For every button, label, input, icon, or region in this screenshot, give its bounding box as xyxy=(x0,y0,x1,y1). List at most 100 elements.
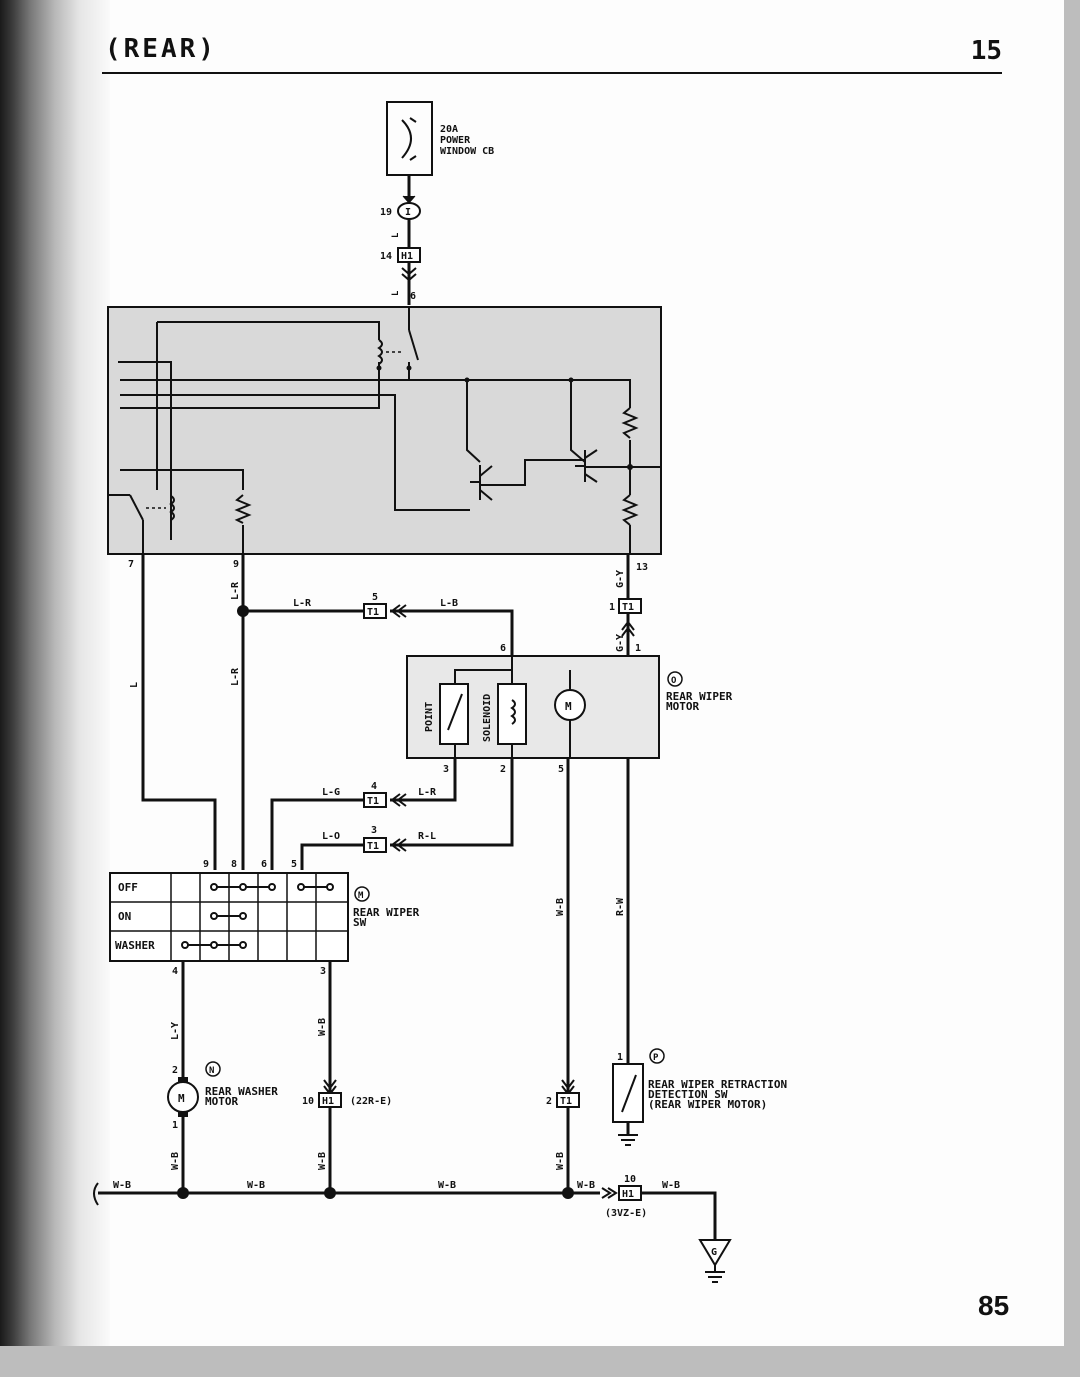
badge-p xyxy=(649,1048,665,1064)
ground-icon xyxy=(618,1134,638,1146)
splice-point xyxy=(237,605,249,617)
resistor-icon xyxy=(621,407,639,439)
switch-pin-8: 8 xyxy=(231,859,237,870)
motor-symbol: M xyxy=(565,700,572,713)
connector-t1-1 xyxy=(618,598,642,614)
switch-row-on: ON xyxy=(118,910,131,923)
motor-label-1: REAR WIPER xyxy=(666,690,733,703)
retraction-label-3: (REAR WIPER MOTOR) xyxy=(648,1098,767,1111)
relay-pin-13: 13 xyxy=(636,562,648,573)
relay-contact-icon xyxy=(129,494,144,521)
relay-module-box xyxy=(107,306,662,555)
cb-bimetal-icon xyxy=(401,119,412,159)
svg-text:P: P xyxy=(653,1053,659,1063)
wire-label-l: L xyxy=(129,682,140,688)
washer-label-1: REAR WASHER xyxy=(205,1085,278,1098)
connector-h1-top xyxy=(397,247,421,263)
motor-pin-1: 1 xyxy=(635,643,641,654)
relay-coil-icon xyxy=(377,339,383,365)
connector-arrow-icon xyxy=(601,1187,618,1199)
header-rule xyxy=(102,72,1002,74)
motor-label-2: MOTOR xyxy=(666,700,699,713)
washer-pin-2: 2 xyxy=(172,1065,178,1076)
switch-pin-9: 9 xyxy=(203,859,209,870)
connector-arrow-icon xyxy=(401,267,417,282)
connector-t1-2 xyxy=(556,1092,580,1108)
note-3vze: (3VZ-E) xyxy=(605,1208,647,1219)
svg-text:4: 4 xyxy=(371,781,377,792)
relay-pin-7: 7 xyxy=(128,559,134,570)
splice-point xyxy=(562,1187,574,1199)
svg-text:1: 1 xyxy=(609,602,615,613)
wire-label-wb: W-B xyxy=(662,1180,680,1191)
motor-pin-2: 2 xyxy=(500,764,506,775)
svg-text:2: 2 xyxy=(546,1096,552,1107)
ground-point: G xyxy=(698,1239,732,1283)
washer-motor-symbol: M xyxy=(178,1092,185,1105)
switch-continuity xyxy=(181,883,334,949)
solenoid-label: SOLENOID xyxy=(482,694,493,742)
solenoid xyxy=(497,683,527,745)
motor-pin-5: 5 xyxy=(558,764,564,775)
switch-pin-6: 6 xyxy=(261,859,267,870)
svg-text:10: 10 xyxy=(624,1174,636,1185)
rear-wiper-switch: OFF ON WASHER 9 8 6 5 4 3 M REAR WIPER S… xyxy=(109,859,420,977)
wire-label-rl: R-L xyxy=(418,831,436,842)
ground-icon xyxy=(705,1265,725,1283)
ground-triangle-icon xyxy=(698,1239,732,1267)
svg-text:3: 3 xyxy=(371,825,377,836)
transistor-icon xyxy=(470,465,493,501)
section-title: (REAR) xyxy=(105,34,217,64)
wire-label-lr: L-R xyxy=(230,667,241,686)
wire-label-lb: L-B xyxy=(440,598,458,609)
rear-washer-motor: M 2 1 N REAR WASHER MOTOR xyxy=(167,1061,278,1131)
retraction-switch-box xyxy=(612,1063,644,1123)
connector-h1-22re xyxy=(318,1092,342,1108)
svg-text:10: 10 xyxy=(302,1096,314,1107)
wire-labels: L L-R L-R L-R L-B G-Y G-Y L-G L-R L-O R-… xyxy=(113,570,680,1191)
ground-label: G xyxy=(711,1247,717,1258)
cb-label-1: 20A xyxy=(440,124,458,135)
cb-contact-icon xyxy=(409,117,417,161)
connector-i-pin: 19 xyxy=(380,207,392,218)
switch-label-1: REAR WIPER xyxy=(353,906,420,919)
badge-o xyxy=(667,671,683,687)
cb-label-2: POWER xyxy=(440,135,471,146)
wire-label-lr: L-R xyxy=(230,581,241,600)
relay-pin-6: 6 xyxy=(410,291,416,302)
relay-contact-icon xyxy=(408,329,419,361)
svg-text:T1: T1 xyxy=(622,602,634,613)
note-22re: (22R-E) xyxy=(350,1096,392,1107)
motor-pin-3: 3 xyxy=(443,764,449,775)
switch-pin-4: 4 xyxy=(172,966,178,977)
washer-label-2: MOTOR xyxy=(205,1095,238,1108)
resistor-icon xyxy=(234,494,252,524)
wire-label-wb: W-B xyxy=(317,1018,328,1036)
wire-label-wb: W-B xyxy=(577,1180,595,1191)
connectors-t1: T1 5 T1 1 T1 4 T1 3 xyxy=(363,592,642,853)
badge-m xyxy=(354,886,370,902)
connector-t1-3 xyxy=(363,837,387,853)
connector-arrow-icon xyxy=(390,793,407,807)
wire-label-lr: L-R xyxy=(418,787,437,798)
book-spine-shadow xyxy=(0,0,110,1346)
svg-text:5: 5 xyxy=(372,592,378,603)
connector-h1-3vze xyxy=(618,1185,642,1201)
switch-label-2: SW xyxy=(353,916,367,929)
connector-h1-top-code: H1 xyxy=(401,251,413,262)
resistor-icon xyxy=(621,494,639,526)
splice-point xyxy=(324,1187,336,1199)
relay-pin-9: 9 xyxy=(233,559,239,570)
point-label: POINT xyxy=(424,702,435,732)
wire-label-wb: W-B xyxy=(555,1152,566,1170)
relay-coil-icon xyxy=(169,495,175,521)
wiper-relay-module: 7 9 13 xyxy=(107,306,662,573)
motor-pin-6: 6 xyxy=(500,643,506,654)
svg-text:M: M xyxy=(358,891,364,901)
badge-n xyxy=(205,1061,221,1077)
wire-label-wb: W-B xyxy=(247,1180,265,1191)
svg-text:T1: T1 xyxy=(367,607,379,618)
rear-wiper-motor: POINT SOLENOID M 6 1 3 2 5 O REAR WIPER … xyxy=(406,643,733,775)
bus-break-icon xyxy=(93,1182,99,1206)
